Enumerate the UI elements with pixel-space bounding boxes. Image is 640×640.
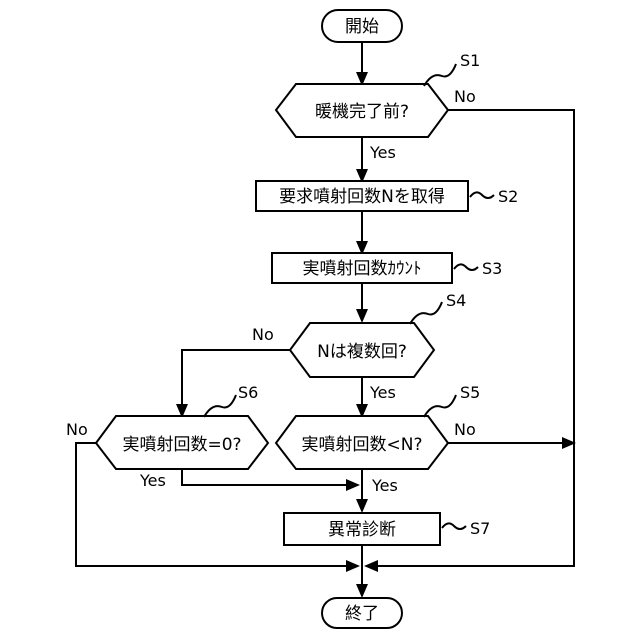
s1-decision: 暖機完了前? S1 No Yes xyxy=(276,51,480,162)
s1-leader xyxy=(424,64,456,86)
s2-step-label: S2 xyxy=(498,187,518,206)
edge-s4-no-s6 xyxy=(182,350,290,416)
arrowhead-right-merge xyxy=(364,560,378,572)
s5-leader xyxy=(424,395,456,417)
s7-label: 異常診断 xyxy=(328,520,396,540)
s6-yes-label: Yes xyxy=(139,471,166,490)
s7-leader xyxy=(442,523,466,529)
end-node: 終了 xyxy=(322,598,402,628)
arrowhead-s4 xyxy=(356,309,368,323)
start-node: 開始 xyxy=(322,10,402,42)
s4-yes-label: Yes xyxy=(369,383,396,402)
s5-yes-label: Yes xyxy=(371,476,398,495)
s3-label: 実噴射回数ｶｳﾝﾄ xyxy=(303,259,422,279)
s4-label: Nは複数回? xyxy=(317,342,407,362)
s7-process: 異常診断 S7 xyxy=(284,513,490,545)
s6-leader xyxy=(204,395,236,417)
s6-label: 実噴射回数=0? xyxy=(122,435,241,455)
s4-decision: Nは複数回? S4 No Yes xyxy=(252,291,466,402)
s3-step-label: S3 xyxy=(482,259,502,278)
s7-step-label: S7 xyxy=(470,519,490,538)
s5-label: 実噴射回数<N? xyxy=(302,435,423,455)
s4-leader xyxy=(410,302,442,324)
s6-no-label: No xyxy=(66,420,88,439)
s6-step-label: S6 xyxy=(238,383,258,402)
s3-leader xyxy=(454,264,478,270)
arrowhead-s7-top xyxy=(356,499,368,513)
end-label: 終了 xyxy=(345,604,379,624)
s2-label: 要求噴射回数Nを取得 xyxy=(279,187,445,207)
s3-process: 実噴射回数ｶｳﾝﾄ S3 xyxy=(272,253,502,283)
edge-s6-yes-merge xyxy=(182,469,356,485)
s5-no-label: No xyxy=(454,420,476,439)
arrowhead-end xyxy=(356,584,368,598)
s6-decision: 実噴射回数=0? S6 No Yes xyxy=(66,383,268,490)
s1-no-label: No xyxy=(454,87,476,106)
arrowhead-s6-yes-merge xyxy=(346,479,360,491)
s4-no-label: No xyxy=(252,325,274,344)
s1-step-label: S1 xyxy=(460,51,480,70)
start-label: 開始 xyxy=(345,17,379,37)
arrowhead-left-merge xyxy=(346,560,360,572)
s1-yes-label: Yes xyxy=(369,143,396,162)
s4-step-label: S4 xyxy=(446,291,466,310)
s1-label: 暖機完了前? xyxy=(315,102,409,122)
s2-process: 要求噴射回数Nを取得 S2 xyxy=(256,181,518,211)
s5-step-label: S5 xyxy=(460,383,480,402)
s2-leader xyxy=(470,192,494,198)
